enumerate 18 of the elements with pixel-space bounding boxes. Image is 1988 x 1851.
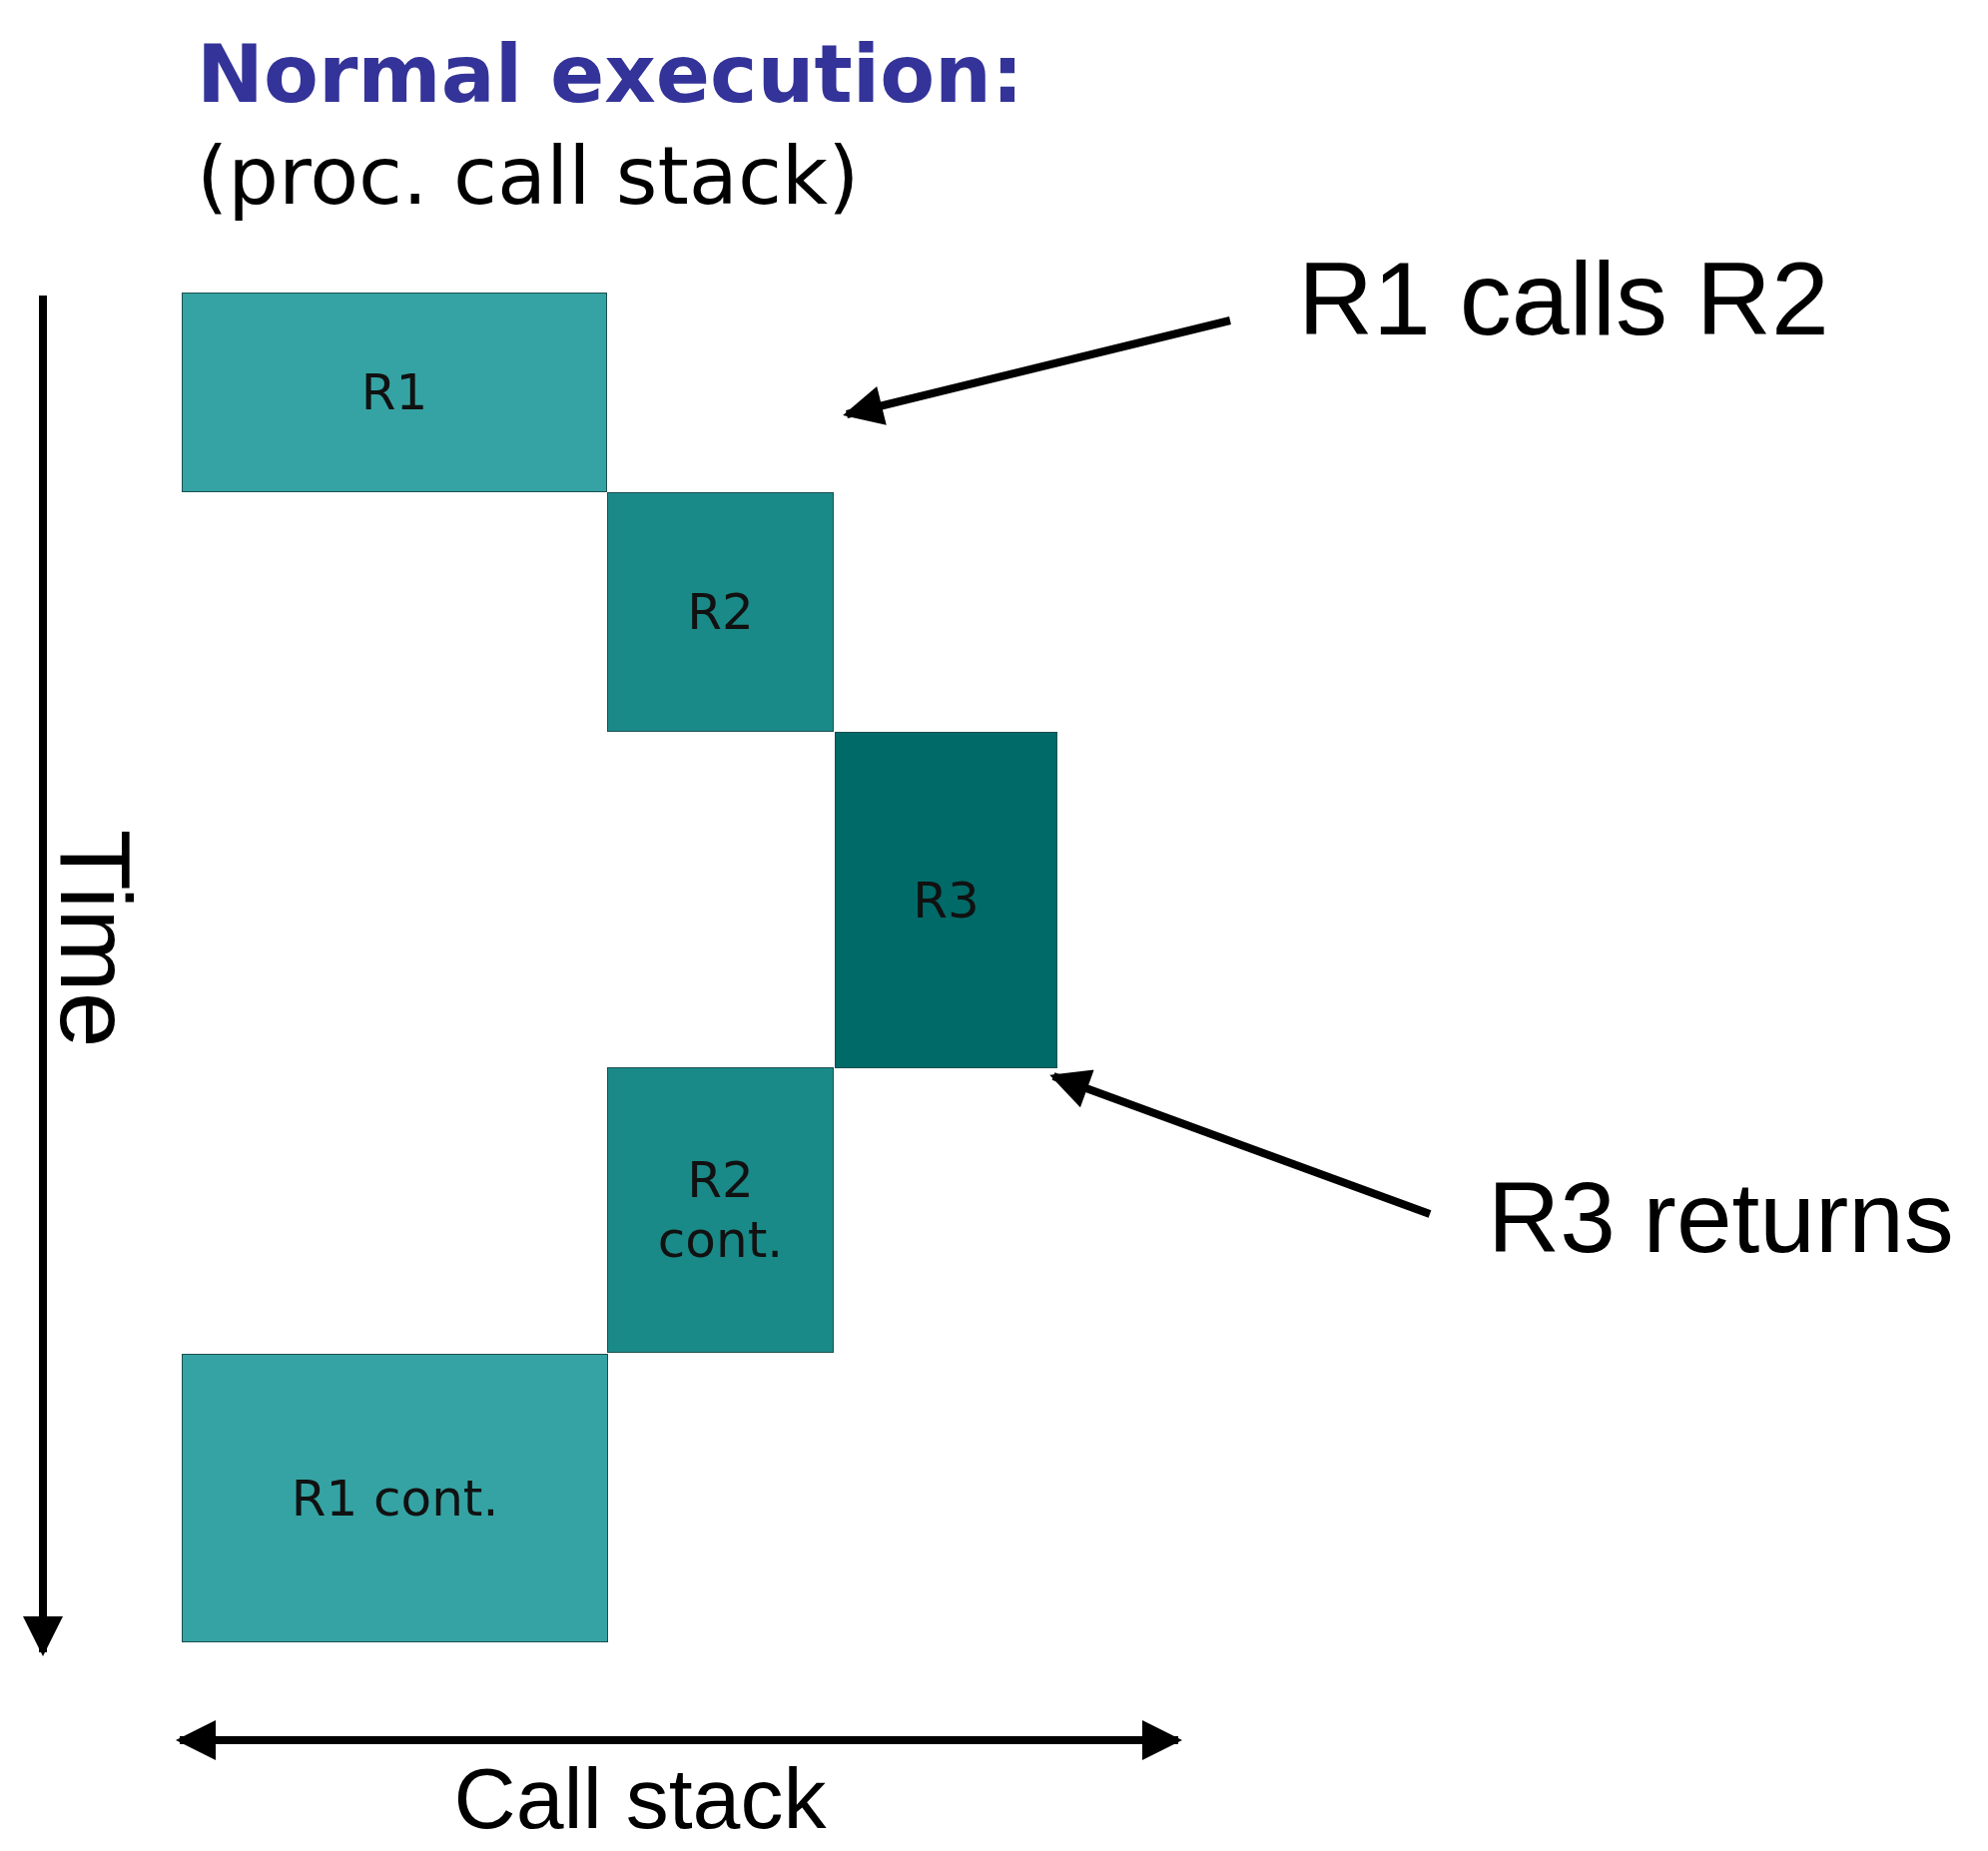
subtitle: (proc. call stack) xyxy=(197,130,860,223)
axis-label: Time xyxy=(38,829,153,1048)
leader-arrow xyxy=(1049,1069,1432,1218)
routine-box xyxy=(182,293,607,492)
routine-box xyxy=(182,1354,608,1642)
box-label: R2 cont. xyxy=(656,1150,785,1270)
box-label: R3 xyxy=(913,870,980,930)
box-label: R2 xyxy=(687,582,754,642)
callout-text: R3 returns xyxy=(1488,1160,1954,1275)
box-label: R1 xyxy=(360,362,428,422)
box-label: R1 cont. xyxy=(291,1468,499,1529)
routine-box xyxy=(835,732,1057,1068)
routine-box xyxy=(607,1067,834,1353)
axis-label: Call stack xyxy=(453,1749,827,1848)
title: Normal execution: xyxy=(197,28,1024,121)
routine-box xyxy=(607,492,834,732)
callout-text: R1 calls R2 xyxy=(1298,240,1829,358)
leader-arrow xyxy=(843,316,1231,425)
